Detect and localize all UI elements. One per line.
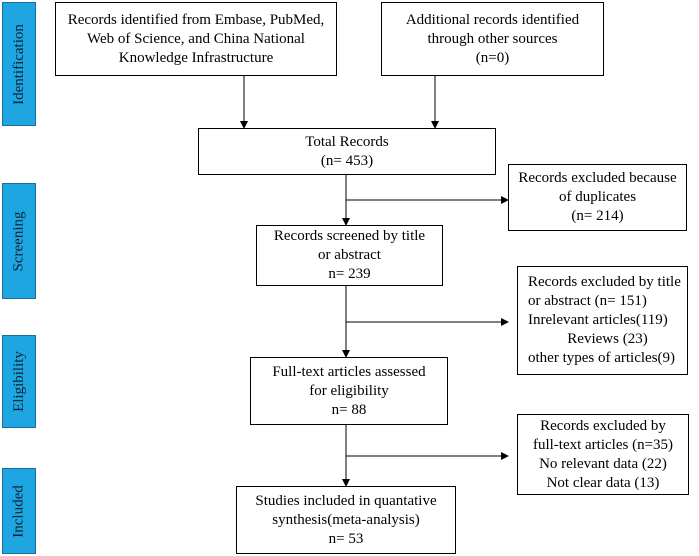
box-total-records-line-1: Total Records: [305, 133, 389, 150]
box-records-identified: Records identified from Embase, PubMed, …: [55, 2, 337, 76]
box-studies-included: Studies included in quantative synthesis…: [236, 486, 456, 554]
box-fulltext-assessed-line-3: n= 88: [331, 401, 367, 418]
box-total-records: Total Records (n= 453): [198, 128, 496, 175]
box-additional-records: Additional records identified through ot…: [381, 2, 604, 76]
box-records-screened-line-1: Records screened by title: [273, 228, 426, 244]
box-excluded-title-abstract-line-5: other types of articles(9): [528, 350, 676, 366]
stage-eligibility: Eligibility: [2, 335, 36, 428]
stage-included: Included: [2, 468, 36, 554]
box-additional-records-line-2: through other sources: [427, 30, 558, 47]
box-excluded-duplicates: Records excluded because of duplicates (…: [508, 164, 687, 231]
box-records-identified-line-3: Knowledge Infrastructure: [118, 49, 274, 66]
box-studies-included-line-1: Studies included in quantative: [255, 492, 437, 509]
box-excluded-title-abstract-line-2: or abstract (n= 151): [528, 293, 647, 309]
box-records-screened: Records screened by title or abstract n=…: [256, 225, 443, 286]
box-excluded-duplicates-line-3: (n= 214): [571, 208, 624, 224]
box-studies-included-line-3: n= 53: [328, 530, 364, 547]
box-excluded-fulltext-line-3: No relevant data (22): [539, 455, 667, 472]
box-fulltext-assessed-line-1: Full-text articles assessed: [272, 363, 426, 380]
box-excluded-duplicates-line-2: of duplicates: [558, 189, 637, 205]
stage-screening: Screening: [2, 183, 36, 299]
box-total-records-line-2: (n= 453): [320, 152, 374, 169]
box-excluded-title-abstract-line-1: Records excluded by title: [528, 274, 681, 290]
stage-identification: Identification: [2, 2, 36, 126]
box-fulltext-assessed-line-2: for eligibility: [309, 382, 389, 399]
box-records-identified-line-2: Web of Science, and China National: [87, 30, 305, 47]
box-additional-records-line-1: Additional records identified: [405, 11, 580, 28]
box-excluded-title-abstract-line-3: Inrelevant articles(119): [528, 312, 668, 328]
box-fulltext-assessed: Full-text articles assessed for eligibil…: [250, 357, 448, 425]
box-excluded-fulltext-line-1: Records excluded by: [540, 417, 666, 434]
box-additional-records-line-3: (n=0): [475, 49, 510, 66]
box-records-identified-line-1: Records identified from Embase, PubMed,: [67, 11, 325, 28]
box-excluded-fulltext-line-4: Not clear data (13): [546, 474, 660, 491]
box-records-screened-line-3: n= 239: [328, 266, 371, 282]
box-excluded-title-abstract: Records excluded by title or abstract (n…: [517, 266, 688, 375]
box-studies-included-line-2: synthesis(meta-analysis): [272, 511, 420, 528]
box-excluded-fulltext: Records excluded by full-text articles (…: [517, 414, 689, 495]
box-excluded-title-abstract-line-4: Reviews (23): [567, 331, 648, 347]
box-records-screened-line-2: or abstract: [318, 247, 381, 263]
box-excluded-duplicates-line-1: Records excluded because: [518, 170, 677, 186]
box-excluded-fulltext-line-2: full-text articles (n=35): [532, 436, 674, 453]
